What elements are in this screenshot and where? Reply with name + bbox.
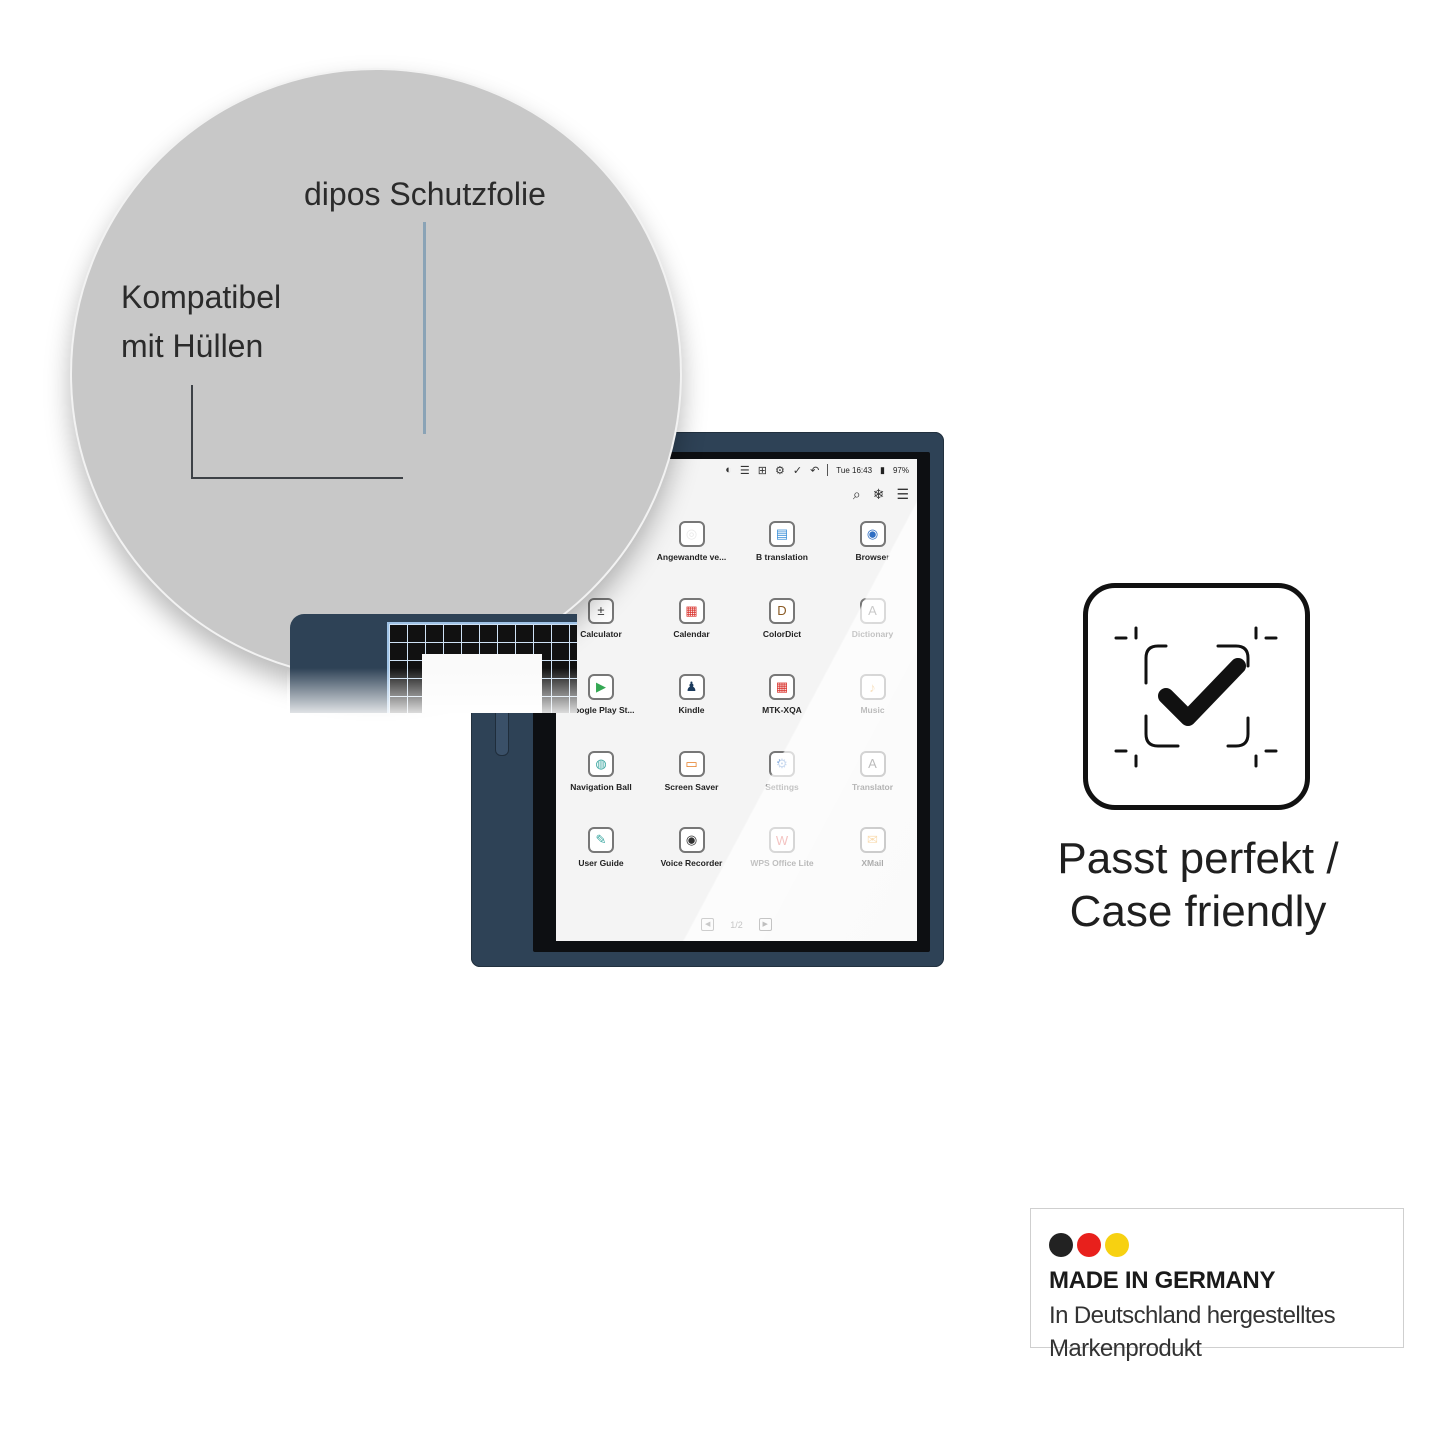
app-angewandte[interactable]: ◎ Angewandte ve... [648,521,736,562]
app-screen-saver[interactable]: ▭ Screen Saver [648,750,736,792]
magnifier-circle [70,68,682,680]
page-indicator: 1/2 [730,919,743,930]
app-label: Angewandte ve... [656,552,727,562]
case-pointer-line-horizontal [191,477,403,479]
germany-flag-dots [1049,1233,1129,1257]
made-in-germany-title: MADE IN GERMANY [1049,1267,1276,1294]
translation-doc-icon: ▤ [769,521,795,547]
app-browser[interactable]: ◉ Browser [829,521,917,562]
flag-dot-black [1049,1233,1073,1257]
badge-caption-line2: Case friendly [1069,887,1327,936]
app-voice-recorder[interactable]: ◉ Voice Recorder [648,827,736,868]
calendar-icon: ▦ [678,597,705,624]
app-label: Navigation Ball [570,781,632,792]
library-toolbar: ⌕ ❄ ☰ [853,486,909,503]
app-label: Music [860,705,885,715]
made-in-germany-subtitle-line2: Markenprodukt [1049,1335,1202,1362]
case-label: Kompatibel mit Hüllen [121,273,281,371]
made-in-germany-box: MADE IN GERMANY In Deutschland hergestel… [1030,1208,1404,1362]
app-label: Screen Saver [664,781,719,792]
play-store-icon: ▶ [588,674,614,700]
app-label: Voice Recorder [660,858,723,868]
app-label: Settings [765,781,799,792]
app-user-guide[interactable]: ✎ User Guide [557,827,645,868]
app-mail[interactable]: ✉ XMail [829,827,917,868]
app-navigation-ball[interactable]: ◍ Navigation Ball [557,750,645,792]
app-label: XMail [861,858,884,868]
voice-recorder-icon: ◉ [678,827,705,853]
next-page-button[interactable]: ▶ [758,918,772,931]
app-kindle[interactable]: ♟ Kindle [648,674,736,715]
battery-level: 97% [892,465,909,475]
app-label: Translator [851,781,894,792]
app-calendar[interactable]: ▦ Calendar [648,597,736,639]
case-label-line2: mit Hüllen [121,328,264,364]
mtk-calendar-icon: ▦ [769,674,795,700]
browser-icon: ◉ [859,521,886,547]
app-label: WPS Office Lite [750,858,814,868]
app-wps-office[interactable]: W WPS Office Lite [738,827,826,868]
battery-icon: ▮ [880,464,885,475]
kindle-icon: ♟ [678,674,705,700]
app-label: Calendar [673,628,710,639]
angewandte-icon: ◎ [678,521,705,547]
status-separator [827,464,829,476]
screen-saver-icon: ▭ [678,750,705,777]
flag-dot-red [1077,1233,1101,1257]
navigation-ball-icon: ◍ [588,750,614,777]
app-label: ColorDict [762,628,802,639]
settings-circle-icon[interactable]: ⚙ [774,464,785,477]
wps-office-icon: W [769,827,795,853]
dictionary-icon: A [859,597,886,624]
app-music[interactable]: ♪ Music [829,674,917,715]
app-label: User Guide [578,858,624,868]
sort-list-icon[interactable]: ☰ [896,486,909,502]
calculator-icon: ± [588,597,614,624]
search-icon[interactable]: ⌕ [852,486,861,502]
back-icon[interactable]: ↶ [810,464,820,477]
status-time: Tue 16:43 [836,465,873,475]
settings-gear-icon: ⚙ [769,750,795,777]
app-dictionary[interactable]: A Dictionary [829,597,917,639]
user-guide-icon: ✎ [588,827,614,853]
case-label-line1: Kompatibel [121,279,282,315]
flag-dot-gold [1105,1233,1129,1257]
film-pointer-line [423,222,426,434]
badge-caption-line1: Passt perfekt / [1057,834,1339,883]
translator-icon: A [859,750,886,777]
app-mtk-calendar[interactable]: ▦ MTK-XQA [738,674,826,715]
made-in-germany-subtitle: In Deutschland hergestelltes Markenprodu… [1049,1299,1399,1365]
case-friendly-check-icon [1114,626,1278,768]
case-friendly-badge [1083,583,1310,810]
dictionary-book-icon: D [769,597,795,624]
case-pointer-line-vertical [191,385,193,478]
snowflake-icon[interactable]: ❄ [872,486,885,502]
app-settings-gear[interactable]: ⚙ Settings [738,750,826,792]
pager: ◀ 1/2 ▶ [556,918,917,931]
app-label: Dictionary [851,628,894,639]
zoom-fade [287,668,577,713]
made-in-germany-subtitle-line1: In Deutschland hergestelltes [1049,1302,1336,1329]
check-circle-icon[interactable]: ✓ [792,464,803,477]
app-dictionary-book[interactable]: D ColorDict [738,597,826,639]
apps-grid-icon[interactable]: ⊞ [757,464,767,477]
music-icon: ♪ [859,674,886,700]
app-label: Browser [855,552,890,562]
badge-caption: Passt perfekt / Case friendly [1020,832,1376,938]
film-label: dipos Schutzfolie [304,176,546,212]
mail-icon: ✉ [859,827,886,853]
app-label: Kindle [678,705,705,715]
app-translator[interactable]: A Translator [829,750,917,792]
prev-page-button[interactable]: ◀ [701,918,715,931]
app-label: B translation [756,552,808,562]
zoomed-device-corner [287,608,577,713]
app-translation-doc[interactable]: ▤ B translation [738,521,826,562]
menu-icon[interactable]: ☰ [739,464,750,477]
brightness-icon[interactable]: ◐ [725,464,732,476]
app-label: MTK-XQA [762,705,802,715]
